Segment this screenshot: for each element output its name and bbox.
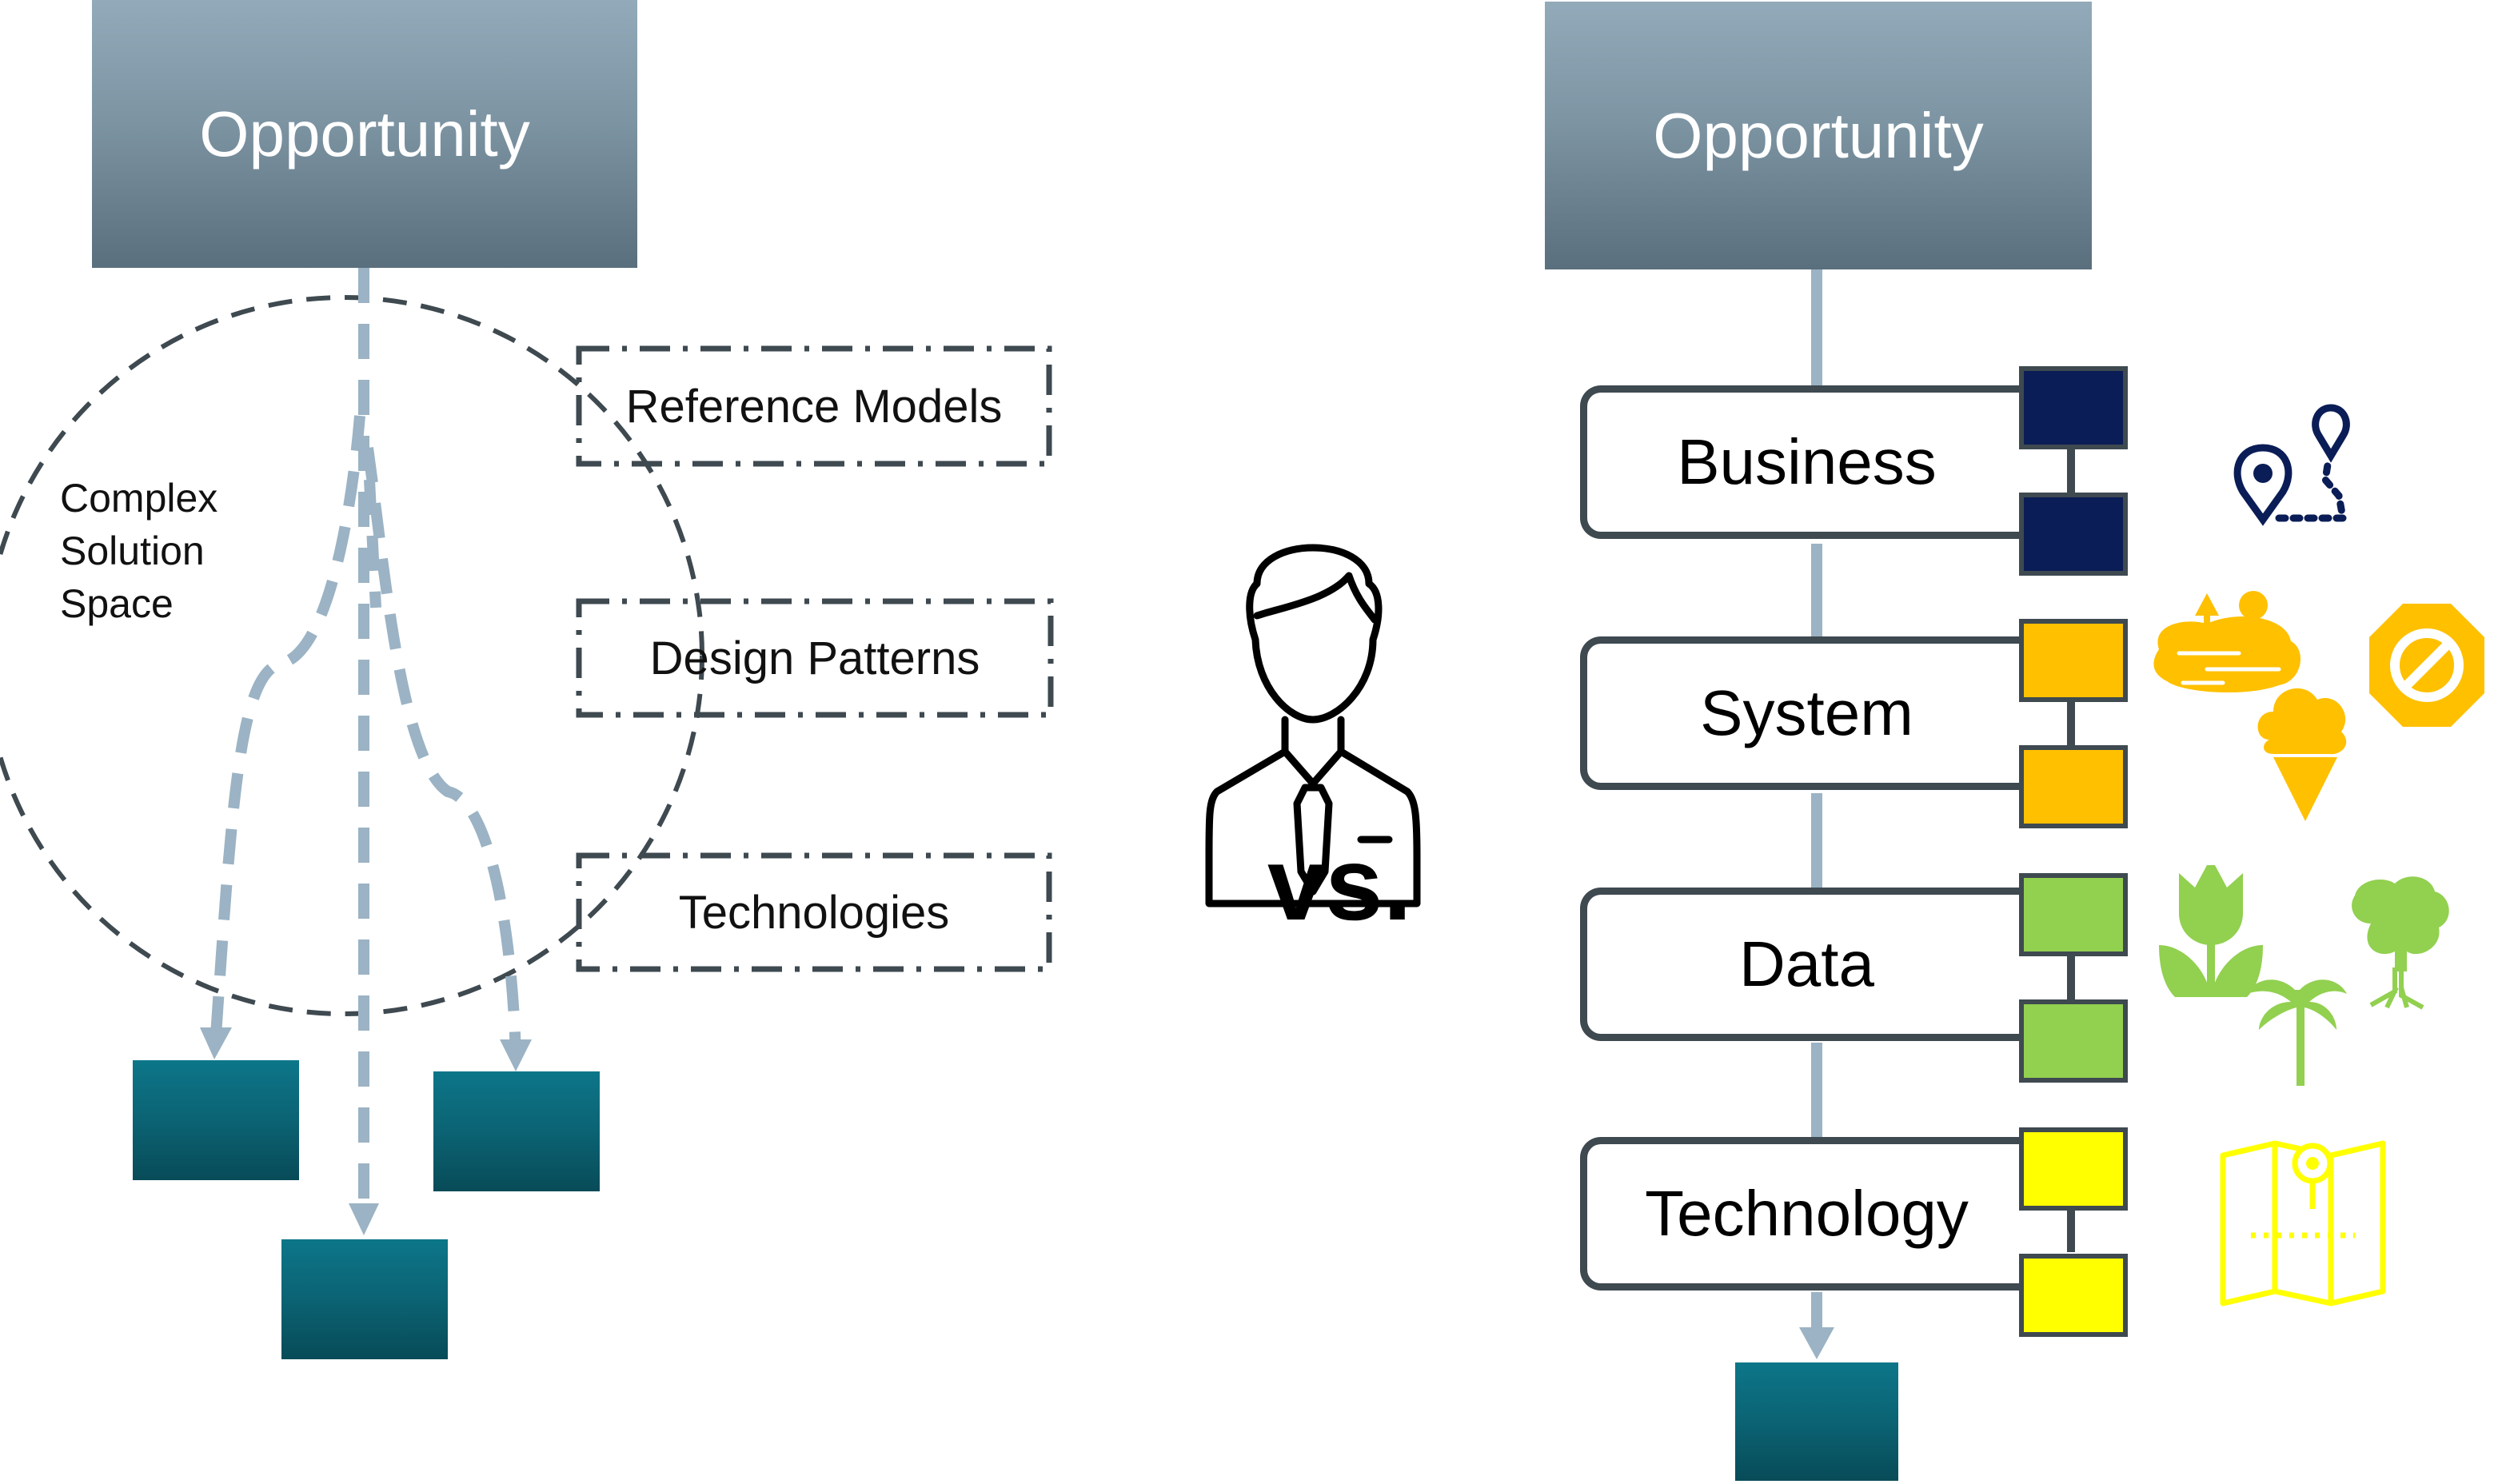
- layer-technology-label: Technology: [1645, 1178, 1969, 1249]
- data-square-bottom: [2019, 999, 2128, 1083]
- business-person-icon: [1205, 544, 1421, 908]
- layer-data: Data: [1580, 888, 2026, 1041]
- technologies-label: Technologies: [678, 886, 950, 939]
- design-patterns-box: Design Patterns: [576, 598, 1054, 718]
- reference-models-label: Reference Models: [625, 380, 1003, 433]
- layer-system-label: System: [1700, 677, 1913, 748]
- layer-data-label: Data: [1739, 928, 1874, 999]
- business-square-bottom: [2019, 493, 2128, 576]
- technologies-box: Technologies: [576, 852, 1052, 972]
- solution-box-center: [281, 1239, 448, 1359]
- tulip-icon: [2159, 865, 2263, 997]
- business-square-top: [2019, 366, 2128, 449]
- stack-arrowhead: [1799, 1327, 1834, 1359]
- right-opportunity-box: Opportunity: [1545, 2, 2092, 269]
- solution-space-label: Complex Solution Space: [60, 476, 218, 626]
- path-right: [362, 447, 521, 1056]
- palm-tree-icon: [2247, 979, 2347, 1086]
- solution-box-right: [433, 1071, 600, 1191]
- vs-label: vs.: [1267, 825, 1412, 942]
- path-left: [210, 415, 365, 1036]
- right-opportunity-label: Opportunity: [1653, 99, 1984, 171]
- layer-system: System: [1580, 636, 2026, 790]
- system-square-top: [2019, 619, 2128, 702]
- solution-arrowheads: [200, 1027, 532, 1235]
- tree-icon: [2352, 876, 2449, 1010]
- left-opportunity-box: Opportunity: [92, 0, 637, 268]
- folded-map-icon: [2220, 1140, 2386, 1306]
- layer-business: Business: [1580, 385, 2026, 539]
- design-patterns-label: Design Patterns: [649, 632, 980, 684]
- layer-business-label: Business: [1677, 426, 1937, 497]
- reference-models-box: Reference Models: [576, 345, 1052, 467]
- technology-square-top: [2019, 1127, 2128, 1211]
- technology-square-bottom: [2019, 1254, 2128, 1337]
- solution-box-result: [1735, 1362, 1898, 1481]
- solution-space-circle: [0, 295, 704, 1016]
- map-route-icon: [2233, 404, 2350, 526]
- path-inner: [364, 479, 381, 608]
- left-opportunity-label: Opportunity: [199, 98, 530, 170]
- layer-technology: Technology: [1580, 1137, 2026, 1291]
- data-square-top: [2019, 873, 2128, 956]
- ice-cream-icon: [2257, 688, 2347, 821]
- solution-box-left: [133, 1060, 299, 1180]
- prohibited-sign-icon: [2369, 604, 2484, 727]
- lake-trees-icon: [2153, 591, 2301, 693]
- system-square-bottom: [2019, 745, 2128, 828]
- solution-paths: [210, 268, 521, 1223]
